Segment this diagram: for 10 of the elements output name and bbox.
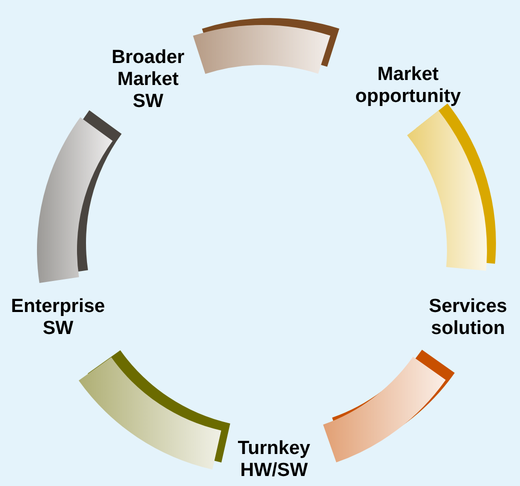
stage-label: Broader Market SW	[108, 47, 188, 113]
stage-label: Services solution	[418, 296, 518, 340]
arc-connector	[407, 104, 496, 271]
stage-label: Enterprise SW	[3, 296, 113, 340]
stage-label: Turnkey HW/SW	[224, 438, 324, 482]
arc-connector	[37, 110, 122, 283]
arc-connector	[78, 350, 230, 470]
stage-label: Market opportunity	[348, 64, 468, 108]
arc-connector	[193, 18, 340, 74]
arc-connector	[323, 350, 455, 462]
